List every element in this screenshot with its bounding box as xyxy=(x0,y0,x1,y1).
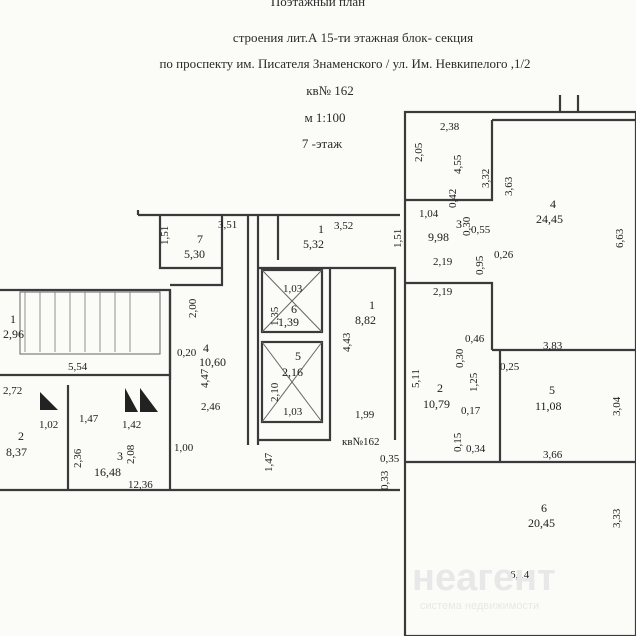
building-description: строения лит.А 15-ти этажная блок- секци… xyxy=(233,30,473,45)
dimension: 2,19 xyxy=(433,256,453,268)
dimension: 0,42 xyxy=(447,189,459,208)
room-area: 2,96 xyxy=(3,327,24,341)
dimension: 2,38 xyxy=(440,121,460,133)
room-number: 5 xyxy=(549,383,555,397)
dimension: 3,51 xyxy=(218,219,237,231)
room-area: 10,79 xyxy=(423,397,450,411)
lift-shafts xyxy=(260,268,324,424)
room-labels: 1 2,96 2 8,37 3 16,48 4 10,60 7 5,30 1 5… xyxy=(3,197,563,530)
room-number: 1 xyxy=(318,222,324,236)
dimension: 0,25 xyxy=(500,361,520,373)
dimension: 2,36 xyxy=(72,448,84,468)
dimension: 0,46 xyxy=(465,333,485,345)
dimension: 1,03 xyxy=(283,283,303,295)
room-area: 9,98 xyxy=(428,230,449,244)
door-markers xyxy=(40,388,158,412)
dimension: 2,10 xyxy=(269,382,281,402)
room-number: 4 xyxy=(550,197,556,211)
dimension: 3,32 xyxy=(480,169,492,188)
dimension: 1,47 xyxy=(79,413,99,425)
room-area: 1,39 xyxy=(278,315,299,329)
dimension: 1,00 xyxy=(174,442,194,454)
room-area: 10,60 xyxy=(199,355,226,369)
plan-heading: Поэтажный план xyxy=(271,0,365,9)
apartment-walls xyxy=(403,95,636,636)
room-number: 1 xyxy=(10,312,16,326)
dimension: 3,66 xyxy=(543,449,563,461)
dimension: 4,43 xyxy=(341,332,353,352)
dimension: 1,51 xyxy=(392,229,404,248)
room-area: 8,37 xyxy=(6,445,27,459)
dimension: 0,15 xyxy=(452,432,464,452)
room-area: 5,32 xyxy=(303,237,324,251)
room-area: 24,45 xyxy=(536,212,563,226)
staircase xyxy=(19,291,161,355)
room-number: 6 xyxy=(541,501,547,515)
dimension: 3,63 xyxy=(503,176,515,196)
dimension: 0,33 xyxy=(379,470,391,490)
dimension: 5,11 xyxy=(410,369,422,388)
dimension: 2,00 xyxy=(187,298,199,318)
dimension: 12,36 xyxy=(128,479,153,491)
room-number: 1 xyxy=(369,298,375,312)
apartment-tag: кв№162 xyxy=(342,436,380,448)
room-area: 20,45 xyxy=(528,516,555,530)
dimension: 1,04 xyxy=(419,208,439,220)
dimension: 0,35 xyxy=(380,453,400,465)
floor-number: 7 -этаж xyxy=(302,136,343,151)
dimension: 2,19 xyxy=(433,286,453,298)
dimension: 0,30 xyxy=(454,348,466,368)
dimension: 4,55 xyxy=(452,154,464,174)
dimension: 1,42 xyxy=(122,419,141,431)
dimension: 4,47 xyxy=(199,368,211,388)
dimension: 6,63 xyxy=(614,228,626,248)
dimension: 3,04 xyxy=(611,396,623,416)
room-number: 2 xyxy=(18,429,24,443)
watermark: неагент система недвижимости xyxy=(412,557,556,612)
room-number: 3 xyxy=(117,449,123,463)
room-number: 4 xyxy=(203,341,209,355)
room-number: 7 xyxy=(197,232,203,246)
dimension-labels: 5,54 2,72 1,02 1,47 1,42 2,36 2,08 12,36… xyxy=(3,121,626,581)
dimension: 1,03 xyxy=(283,406,303,418)
address: по проспекту им. Писателя Знаменского / … xyxy=(159,56,530,71)
dimension: 1,25 xyxy=(468,372,480,392)
room-area: 16,48 xyxy=(94,465,121,479)
room-number: 6 xyxy=(291,302,297,316)
room-area: 11,08 xyxy=(535,399,562,413)
dimension: 0,26 xyxy=(494,249,514,261)
watermark-brand: неагент xyxy=(412,557,556,599)
dimension: 1,02 xyxy=(39,419,58,431)
dimension: 2,05 xyxy=(413,142,425,162)
dimension: 2,72 xyxy=(3,385,22,397)
dimension: 0,95 xyxy=(474,255,486,275)
dimension: 0,20 xyxy=(177,347,197,359)
dimension: 1,35 xyxy=(269,306,281,326)
dimension: 6,14 xyxy=(510,569,530,581)
room-area: 8,82 xyxy=(355,313,376,327)
dimension: 2,46 xyxy=(201,401,221,413)
dimension: 5,54 xyxy=(68,361,88,373)
dimension: 1,51 xyxy=(159,226,171,245)
dimension: 0,30 xyxy=(461,216,473,236)
room-number: 2 xyxy=(437,381,443,395)
dimension: 0,17 xyxy=(461,405,481,417)
dimension: 0,55 xyxy=(471,224,491,236)
dimension: 2,08 xyxy=(125,444,137,464)
dimension: 1,47 xyxy=(263,452,275,472)
room-area: 2,16 xyxy=(282,365,303,379)
dimension: 3,33 xyxy=(611,508,623,528)
watermark-tagline: система недвижимости xyxy=(420,600,539,612)
room-number: 3 xyxy=(456,217,462,231)
dimension: 0,34 xyxy=(466,443,486,455)
dimension: 3,83 xyxy=(543,340,563,352)
apartment-number: кв№ 162 xyxy=(306,83,354,98)
dimension: 3,52 xyxy=(334,220,353,232)
room-area: 5,30 xyxy=(184,247,205,261)
dimension: 1,99 xyxy=(355,409,375,421)
room-number: 5 xyxy=(295,349,301,363)
left-block-walls xyxy=(0,210,400,492)
scale: м 1:100 xyxy=(304,110,345,125)
